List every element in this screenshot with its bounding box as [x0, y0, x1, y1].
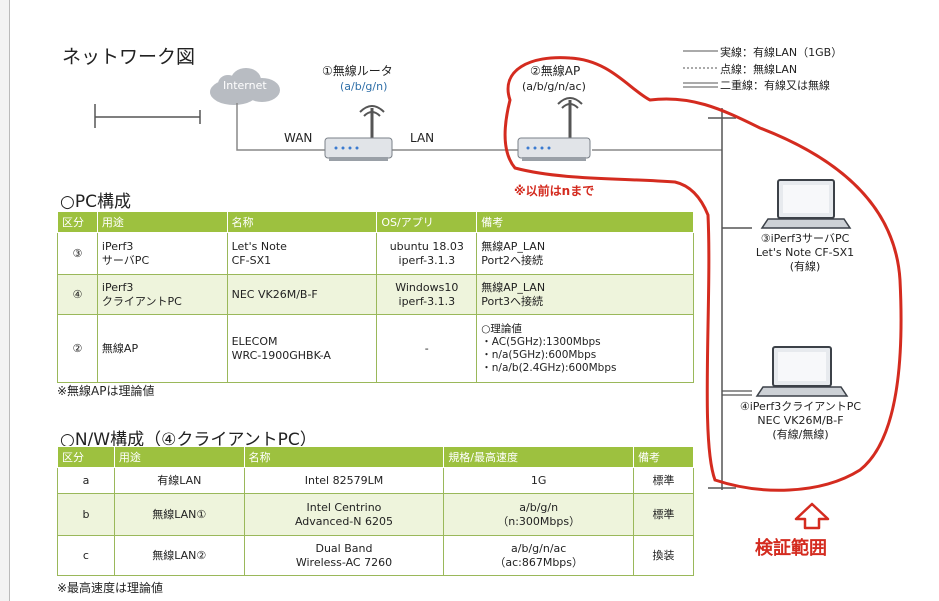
nw-section-heading: ○N/W構成（④クライアントPC） [60, 430, 317, 450]
nw-table: 区分 用途 名称 規格/最高速度 備考 a 有線LAN Intel 82579L… [57, 446, 694, 576]
pc-table-header: 区分 用途 名称 OS/アプリ 備考 [57, 211, 694, 233]
client-pc-label: ④iPerf3クライアントPC NEC VK26M/B-F (有線/無線) [739, 400, 862, 441]
wan-label: WAN [284, 131, 313, 145]
pc-table: 区分 用途 名称 OS/アプリ 備考 ③ iPerf3 サーバPC Let's … [57, 211, 694, 383]
internet-label: Internet [223, 79, 267, 92]
ap-spec: (a/b/g/n/ac) [522, 80, 586, 93]
table-row: c 無線LAN② Dual Band Wireless-AC 7260 a/b/… [57, 535, 694, 576]
legend-solid: 実線：有線LAN（1GB） [720, 46, 843, 59]
nw-table-header: 区分 用途 名称 規格/最高速度 備考 [57, 446, 694, 468]
ap-name: ②無線AP [530, 64, 581, 78]
table-row: ④ iPerf3 クライアントPC NEC VK26M/B-F Windows1… [57, 274, 694, 315]
laptop-client-icon [755, 346, 849, 397]
diagram-title: ネットワーク図 [62, 46, 196, 68]
verification-scope-label: 検証範囲 [755, 538, 827, 559]
router-icon [324, 105, 393, 161]
legend-double: 二重線：有線又は無線 [720, 79, 830, 92]
nw-footnote: ※最高速度は理論値 [57, 581, 164, 595]
table-row: b 無線LAN① Intel Centrino Advanced-N 6205 … [57, 493, 694, 536]
table-row: ② 無線AP ELECOM WRC-1900GHBK-A - ○理論値 ・AC(… [57, 314, 694, 383]
legend-dotted: 点線：無線LAN [720, 63, 798, 76]
table-row: ③ iPerf3 サーバPC Let's Note CF-SX1 ubuntu … [57, 232, 694, 275]
access-point-icon [517, 97, 591, 161]
verification-scope-outline [503, 56, 903, 492]
arrow-up-icon [794, 502, 830, 530]
cloud-icon [210, 68, 280, 105]
router-spec: (a/b/g/n) [340, 80, 388, 93]
pc-section-heading: ○PC構成 [60, 192, 131, 212]
router-name: ①無線ルータ [322, 64, 393, 78]
laptop-server-icon [760, 179, 852, 229]
pc-footnote: ※無線APは理論値 [57, 384, 155, 398]
server-pc-label: ③iPerf3サーバPC Let's Note CF-SX1 (有線) [755, 232, 855, 273]
previous-note: ※以前はnまで [514, 184, 595, 198]
table-row: a 有線LAN Intel 82579LM 1G 標準 [57, 467, 694, 494]
lan-label: LAN [410, 131, 435, 145]
window-left-edge [0, 0, 10, 601]
